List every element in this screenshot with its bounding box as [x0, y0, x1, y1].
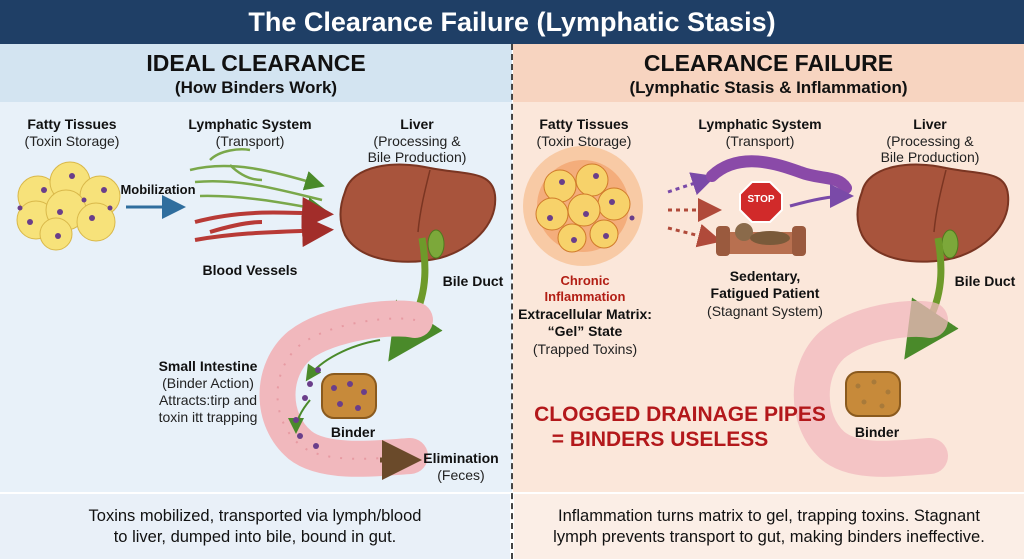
ideal-liver-sub2: Bile Production) — [367, 149, 467, 165]
ideal-liver-sub1: (Processing & — [373, 133, 461, 149]
ideal-footer-line2: to liver, dumped into bile, bound in gut… — [113, 527, 397, 546]
ideal-si-line2: toxin itt trapping — [158, 409, 258, 425]
patient-label-2: Fatigued Patient — [710, 285, 820, 301]
ecm-label-1: Extracellular Matrix: — [518, 306, 652, 322]
ecm-label-2: “Gel” State — [547, 323, 623, 339]
lymph-vessels — [189, 148, 327, 218]
page-title: The Clearance Failure (Lymphatic Stasis) — [0, 0, 1024, 44]
failure-header — [513, 44, 1024, 102]
ideal-binder-label: Binder — [330, 424, 376, 440]
failure-diagram — [523, 146, 1010, 477]
ideal-elim-sub: (Feces) — [437, 467, 485, 483]
failure-lymph-title: Lymphatic System — [698, 116, 822, 132]
failure-subtitle: (Lymphatic Stasis & Inflammation) — [629, 78, 908, 97]
failure-footer: Inflammation turns matrix to gel, trappi… — [514, 494, 1024, 559]
ideal-footer-line1: Toxins mobilized, transported via lymph/… — [88, 506, 422, 525]
small-intestine — [793, 300, 948, 477]
chronic-label-1: Chronic — [560, 273, 610, 288]
ideal-title: IDEAL CLEARANCE — [146, 50, 366, 76]
liver — [856, 163, 1010, 263]
failure-bile-duct: Bile Duct — [954, 273, 1016, 289]
ideal-fatty-sub: (Toxin Storage) — [24, 133, 120, 149]
stop-sign — [739, 181, 783, 223]
blood-vessels — [194, 196, 334, 248]
ideal-mobilization: Mobilization — [120, 182, 196, 197]
liver — [339, 163, 497, 263]
ideal-lymph-title: Lymphatic System — [188, 116, 312, 132]
failure-liver-sub1: (Processing & — [886, 133, 974, 149]
failure-title: CLEARANCE FAILURE — [643, 50, 894, 76]
binder-sponge — [321, 373, 377, 419]
ideal-blood-label: Blood Vessels — [202, 262, 298, 278]
patient-icon — [735, 223, 753, 241]
ideal-bile-duct: Bile Duct — [442, 273, 504, 289]
ideal-header — [0, 44, 512, 102]
failure-fatty-sub: (Toxin Storage) — [536, 133, 632, 149]
failure-footer-line2: lymph prevents transport to gut, making … — [553, 527, 985, 546]
ideal-elim-title: Elimination — [423, 450, 499, 466]
patient-sub: (Stagnant System) — [707, 303, 823, 319]
stop-sign-text: STOP — [747, 194, 775, 205]
chronic-label-2: Inflammation — [544, 289, 626, 304]
ideal-diagram — [16, 148, 497, 480]
failure-binder-label: Binder — [854, 424, 900, 440]
small-intestine — [259, 300, 433, 477]
ideal-lymph-sub: (Transport) — [215, 133, 285, 149]
failure-footer-line1: Inflammation turns matrix to gel, trappi… — [558, 506, 980, 525]
warning-line-2: = BINDERS USELESS — [551, 428, 769, 451]
warning-line-1: CLOGGED DRAINAGE PIPES — [534, 403, 826, 426]
ideal-fatty-title: Fatty Tissues — [27, 116, 117, 132]
ideal-si-line1: Attracts:tirp and — [158, 392, 258, 408]
patient-label-1: Sedentary, — [729, 268, 801, 284]
ideal-si-title: Small Intestine — [158, 358, 258, 374]
ideal-liver-title: Liver — [400, 116, 434, 132]
failure-lymph-sub: (Transport) — [725, 133, 795, 149]
failure-liver-title: Liver — [913, 116, 947, 132]
failure-liver-sub2: Bile Production) — [880, 149, 980, 165]
failure-fatty-title: Fatty Tissues — [539, 116, 629, 132]
ideal-footer: Toxins mobilized, transported via lymph/… — [0, 494, 510, 559]
inflamed-fat-cells — [535, 163, 635, 253]
fat-cells — [16, 161, 121, 251]
ideal-subtitle: (How Binders Work) — [174, 78, 338, 97]
panel-divider — [511, 44, 513, 559]
swollen-lymph-vessel — [706, 155, 852, 194]
binder-sponge — [845, 371, 901, 417]
ecm-sub: (Trapped Toxins) — [532, 341, 638, 357]
ideal-si-sub: (Binder Action) — [162, 375, 254, 391]
